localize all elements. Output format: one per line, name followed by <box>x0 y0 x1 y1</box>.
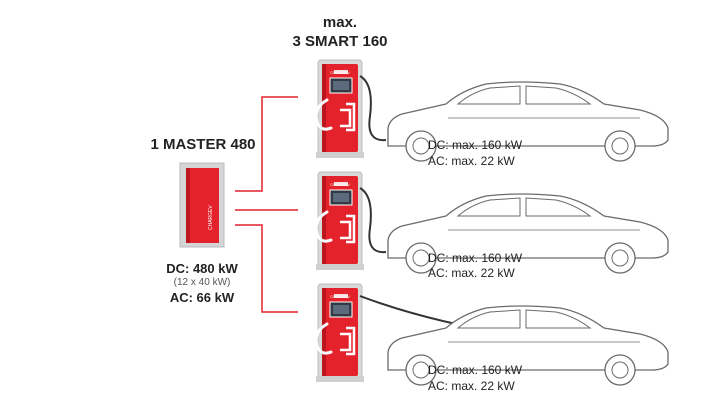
master-charger-cabinet-icon: CHARGEV <box>179 162 225 248</box>
smart-stations: CHARGEV CHARGEV CHARGEV <box>314 59 669 386</box>
smart-title-line1: max. <box>322 14 358 31</box>
car-icon <box>387 305 669 386</box>
station-1-ac-rating: AC: max. 22 kW <box>428 154 515 168</box>
smart-brand-label: CHARGEV <box>330 294 350 299</box>
car-icon <box>387 193 669 274</box>
station-2-dc-rating: DC: max. 160 kW <box>428 251 523 265</box>
station-3-dc-rating: DC: max. 160 kW <box>428 363 523 377</box>
smart-brand-label: CHARGEV <box>330 182 350 187</box>
connection-lines <box>235 96 298 313</box>
connection-line-top <box>235 96 298 192</box>
connection-line-bottom <box>235 224 298 313</box>
smart-station-3: CHARGEV <box>314 283 669 386</box>
smart-title-line2: 3 SMART 160 <box>292 33 388 50</box>
smart-station-2: CHARGEV <box>314 171 669 274</box>
smart-charger-icon: CHARGEV <box>314 283 364 382</box>
charging-cable-icon <box>359 75 387 142</box>
master-dc-rating: DC: 480 kW <box>166 261 238 276</box>
car-icon <box>387 81 669 162</box>
master-brand-label: CHARGEV <box>208 205 214 230</box>
master-modules: (12 x 40 kW) <box>173 277 231 288</box>
charging-cable-icon <box>359 187 387 254</box>
station-3-ac-rating: AC: max. 22 kW <box>428 379 515 393</box>
station-1-dc-rating: DC: max. 160 kW <box>428 138 523 152</box>
station-2-ac-rating: AC: max. 22 kW <box>428 266 515 280</box>
smart-charger-icon: CHARGEV <box>314 59 364 158</box>
smart-station-1: CHARGEV <box>314 59 669 162</box>
smart-brand-label: CHARGEV <box>330 70 350 75</box>
smart-charger-icon: CHARGEV <box>314 171 364 270</box>
master-ac-rating: AC: 66 kW <box>169 290 235 305</box>
master-title: 1 MASTER 480 <box>150 136 256 153</box>
